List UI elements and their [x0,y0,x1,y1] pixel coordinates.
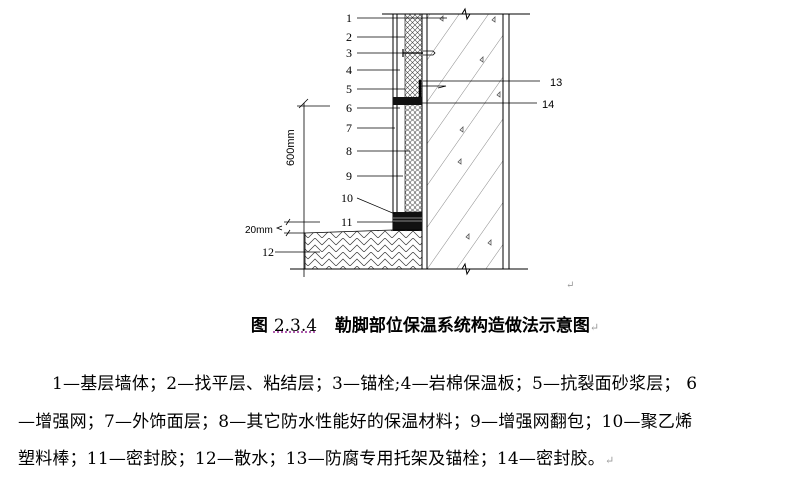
caption-prefix: 图 [251,316,268,336]
paragraph-mark: ↵ [605,454,614,467]
label-13: 13 [550,77,562,89]
label-8: 8 [346,144,352,158]
label-10: 10 [341,191,353,205]
label-7: 7 [346,121,352,135]
caption-number: 2.3.4 [274,316,317,336]
label-9: 9 [346,169,352,183]
legend-line-3: 塑料棒；11—密封胶；12—散水；13—防腐专用托架及锚栓；14—密封胶。↵ [18,444,614,469]
legend-line-1: 1—基层墙体；2—找平层、粘结层；3—锚栓;4—岩棉保温板；5—抗裂面砂浆层； … [52,369,697,394]
caption-title: 勒脚部位保温系统构造做法示意图 [335,316,590,336]
label-5: 5 [346,82,352,96]
dimension-20mm: 20mm [245,225,273,236]
label-12: 12 [262,245,274,259]
label-4: 4 [346,63,352,77]
paragraph-mark: ↵ [590,321,599,334]
other-insulation [405,104,422,212]
label-14: 14 [542,99,554,111]
figure-caption: 图 2.3.4 勒脚部位保温系统构造做法示意图↵ [0,311,800,336]
legend-line-2: —增强网；7—外饰面层；8—其它防水性能好的保温材料；9—增强网翻包；10—聚乙… [18,407,692,432]
label-2: 2 [346,30,352,44]
label-6: 6 [346,101,352,115]
base-wall [427,14,503,269]
paragraph-mark: ↵ [566,280,574,291]
sealant-14 [393,97,422,105]
label-11: 11 [341,215,353,229]
apron-ground [305,230,422,269]
label-1: 1 [346,11,352,25]
dimension-600mm: 600mm [285,129,297,166]
construction-detail-diagram: 600mm 20mm 1 2 3 4 5 6 7 8 9 10 11 12 13… [0,0,800,300]
label-3: 3 [346,46,352,60]
legend-line-3-text: 塑料棒；11—密封胶；12—散水；13—防腐专用托架及锚栓；14—密封胶。 [18,449,605,469]
